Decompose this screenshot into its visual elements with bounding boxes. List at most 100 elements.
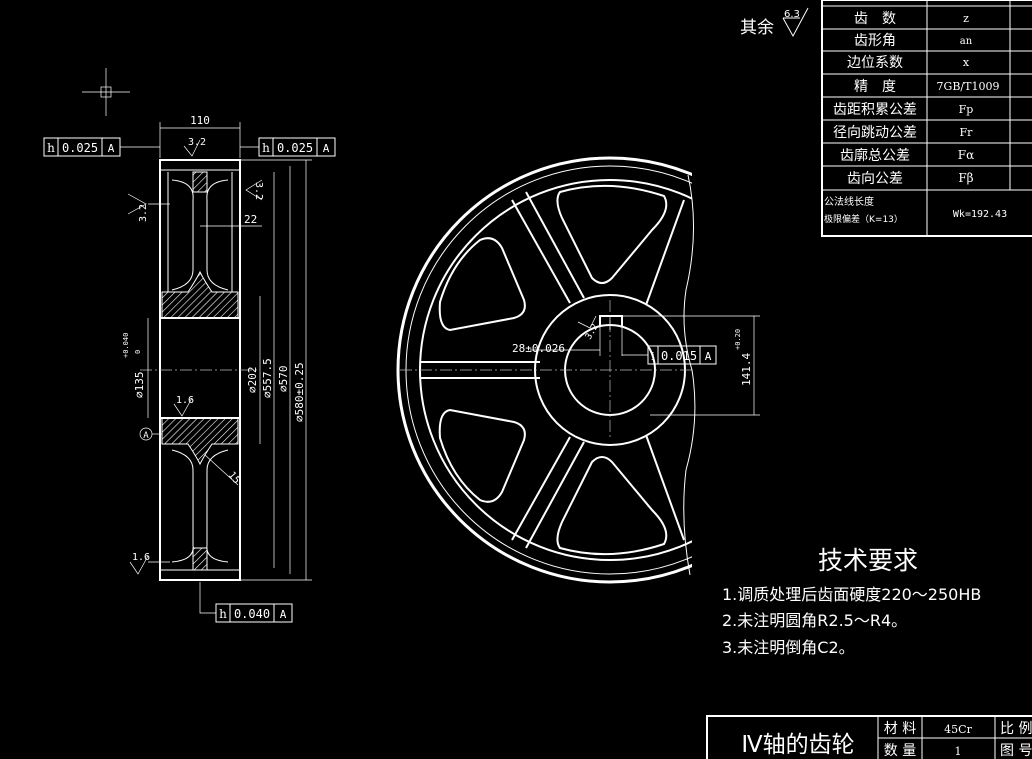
- lightening-hole: [556, 184, 668, 284]
- web-profile-lower: [171, 449, 229, 563]
- spec-row-name: 精 度: [854, 79, 896, 95]
- spoke-edge: [525, 191, 585, 299]
- tol-value: 0.025: [62, 141, 98, 155]
- datum-label: A: [143, 431, 149, 441]
- spoke-edge: [645, 434, 685, 541]
- scale-label: 比 例: [1000, 721, 1032, 737]
- roughness-symbol: [129, 555, 149, 575]
- spec-table: 齿 数 z 齿形角 an 边位系数 x 精 度 7GB/T1009 齿距积累公差…: [821, 0, 1032, 237]
- roughness-symbol: [577, 315, 597, 329]
- tol-frame-symmetry: i 0.015 A: [622, 345, 717, 365]
- dim-hub: ⌀202: [246, 367, 259, 394]
- spec-row-name: 齿距积累公差: [833, 102, 917, 118]
- lightening-hole: [438, 408, 526, 503]
- keyway: [599, 315, 623, 326]
- dim-width: 110: [190, 114, 210, 127]
- spec-row-name: 齿形角: [854, 33, 896, 49]
- spec-last-value: Wk=192.43: [953, 209, 1007, 220]
- tol-frame-right: h 0.025 A: [240, 137, 336, 157]
- spec-row-name: 齿廓总公差: [840, 147, 910, 164]
- spec-last-name-line1: 公法线长度: [824, 195, 874, 208]
- spec-last-name-line2: 极限偏差（K=13）: [824, 213, 903, 225]
- title-block: Ⅳ轴的齿轮 材 料 45Cr 数 量 1 比 例 图 号: [706, 715, 1032, 759]
- spoke-edge: [525, 441, 585, 549]
- front-half-view: 28±0.026 3.2 i 0.015 A 141.4 +0.20: [396, 156, 760, 584]
- part-name: Ⅳ轴的齿轮: [741, 732, 854, 758]
- surface-finish-prefix: 其余: [740, 18, 774, 38]
- spec-row-name: 径向跳动公差: [833, 125, 917, 141]
- dim-keyway-depth-tol: +0.20: [734, 329, 742, 350]
- lightening-hole: [556, 456, 668, 556]
- lightening-hole: [438, 237, 526, 332]
- roughness-symbol: [183, 139, 201, 157]
- break-line: [683, 174, 696, 576]
- tol-value: 0.015: [661, 349, 697, 363]
- hub-section-upper: [161, 270, 239, 319]
- spec-table-border: [821, 0, 1032, 237]
- spec-row-name: 齿 数: [854, 11, 896, 27]
- web-profile-upper: [171, 179, 229, 291]
- hub-section-lower: [161, 417, 239, 466]
- tol-frame-left: h 0.025 A: [43, 137, 160, 157]
- roughness-symbol: [173, 397, 193, 417]
- crosshair-box: [100, 86, 112, 98]
- gear-tip-circle: [396, 156, 692, 584]
- roughness-keyway: 3.2: [584, 322, 601, 341]
- tol-datum: A: [705, 350, 712, 363]
- roughness-symbol: [782, 7, 809, 38]
- leader: [204, 454, 239, 486]
- tol-symbol: h: [219, 607, 227, 621]
- tol-datum: A: [280, 608, 287, 621]
- tech-requirements-title: 技术要求: [818, 546, 919, 575]
- rim-section-bottom: [192, 547, 208, 571]
- spec-row-symbol: x: [963, 56, 970, 69]
- tol-datum: A: [323, 142, 330, 155]
- tol-value: 0.040: [234, 607, 270, 621]
- tol-value: 0.025: [277, 141, 313, 155]
- dim-bore: ⌀135: [133, 372, 146, 399]
- tol-symbol: h: [47, 141, 55, 155]
- spec-row-symbol: Fβ: [958, 171, 973, 185]
- tol-datum: A: [108, 142, 115, 155]
- surface-finish-note: 其余 6.3: [740, 7, 809, 38]
- tol-leader: [199, 582, 216, 614]
- tech-requirement-item: 2.未注明圆角R2.5～R4。: [722, 611, 908, 630]
- tech-requirement-item: 1.调质处理后齿面硬度220～250HB: [722, 585, 982, 604]
- tol-symbol: h: [262, 141, 270, 155]
- roughness-symbol: [245, 179, 263, 201]
- tol-symbol: i: [651, 350, 655, 363]
- tol-frame-bottom: h 0.040 A: [199, 582, 293, 623]
- dim-root: ⌀570: [277, 366, 290, 393]
- spec-row-symbol: Fr: [960, 126, 974, 139]
- spoke-edge: [511, 199, 571, 304]
- spec-row-symbol: Fα: [958, 148, 974, 162]
- tech-requirement-item: 3.未注明倒角C2。: [722, 638, 855, 657]
- roughness-left: 3.2: [138, 204, 149, 222]
- roughness-bottom: 1.6: [132, 552, 150, 563]
- spec-row-name: 边位系数: [847, 55, 903, 71]
- spec-row-symbol: Fp: [959, 103, 974, 116]
- dim-bore-tol-upper: +0.040: [122, 333, 130, 358]
- spec-row-symbol: 7GB/T1009: [937, 80, 1000, 93]
- dim-web-thickness: 22: [244, 213, 257, 226]
- spoke-edge: [511, 436, 571, 541]
- surface-finish-value: 6.3: [784, 9, 800, 20]
- material-value: 45Cr: [944, 723, 972, 736]
- side-section-view: 110 3.2 3.2 3.2 22 h 0.025 A h 0.025: [43, 68, 336, 623]
- dim-bore-tol-lower: 0: [134, 350, 142, 354]
- dim-keyway-width: 28±0.026: [512, 342, 565, 355]
- roughness-symbol: [127, 193, 147, 215]
- dim-keyway-depth: 141.4: [740, 353, 753, 386]
- rim-section-top: [192, 171, 208, 193]
- roughness-top: 3.2: [188, 137, 206, 148]
- title-block-border: [706, 715, 1032, 759]
- crosshair-marker: [82, 68, 130, 116]
- roughness-bore: 1.6: [176, 395, 194, 406]
- roughness-right: 3.2: [253, 182, 264, 200]
- dim-tip: ⌀580±0.25: [293, 362, 306, 422]
- spoke-edge: [645, 199, 685, 306]
- quantity-label: 数 量: [884, 743, 916, 759]
- dim-rim-inner: ⌀557.5: [261, 358, 274, 398]
- spec-row-symbol: z: [963, 12, 969, 25]
